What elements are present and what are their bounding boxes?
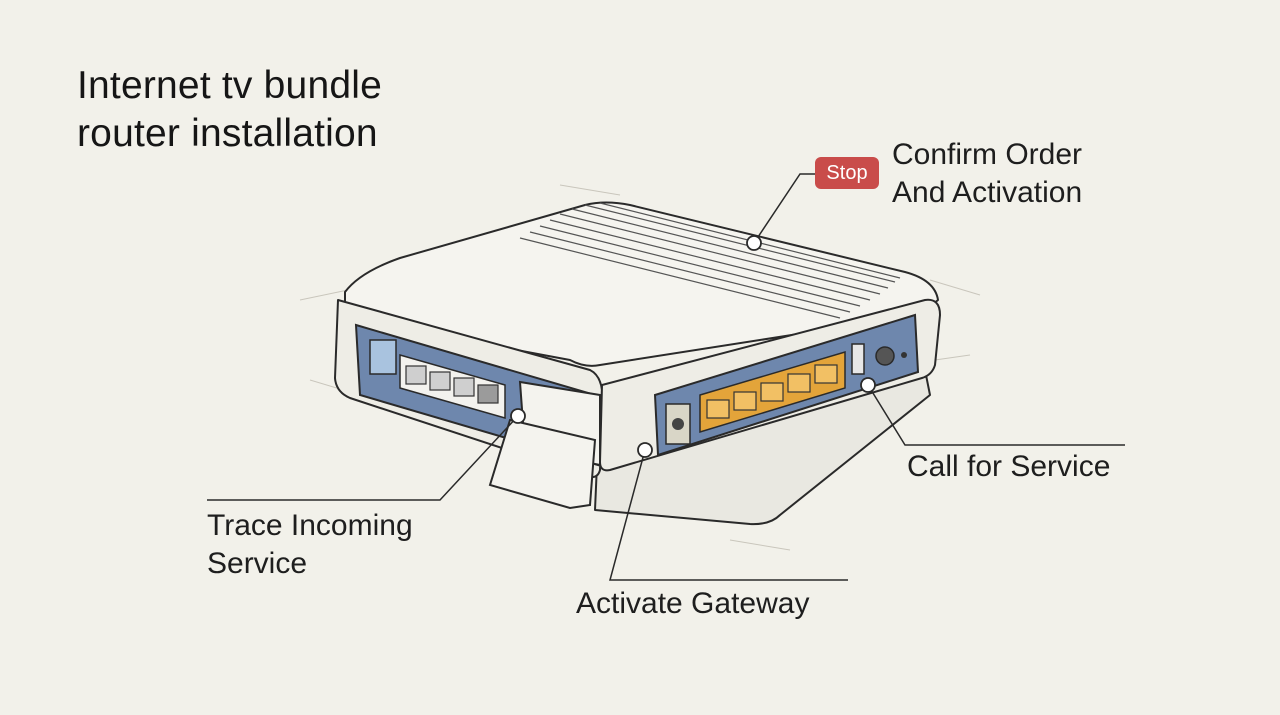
callout-lines <box>207 173 1125 581</box>
activate-dot <box>637 442 653 458</box>
trace-incoming-label: Trace Incoming Service <box>207 507 413 583</box>
ethernet-port-2 <box>733 391 757 411</box>
title-line-2: router installation <box>77 112 378 155</box>
confirm-line-1: Confirm Order <box>892 138 1083 171</box>
right-port-panel <box>653 313 920 457</box>
lan-port-2 <box>429 371 451 391</box>
ethernet-port-1 <box>706 399 730 419</box>
confirm-dot <box>746 235 762 251</box>
lan-port-3 <box>453 377 475 397</box>
activate-leader <box>609 449 848 581</box>
router-top <box>344 201 939 367</box>
ethernet-port-4 <box>787 373 811 393</box>
activate-gateway-label: Activate Gateway <box>576 585 809 623</box>
stop-badge: Stop <box>815 157 879 189</box>
cable-bracket <box>488 380 601 510</box>
call-dot <box>860 377 876 393</box>
ethernet-port-5 <box>814 364 838 384</box>
activate-text: Activate Gateway <box>576 587 810 620</box>
ethernet-port-3 <box>760 382 784 402</box>
top-vents <box>519 202 901 319</box>
call-leader <box>867 384 1125 446</box>
trace-dot <box>510 408 526 424</box>
power-button <box>875 346 895 366</box>
confirm-line-2: And Activation <box>892 176 1083 209</box>
title-line-1: Internet tv bundle <box>77 64 382 107</box>
call-text: Call for Service <box>907 450 1111 483</box>
lan-port-4 <box>477 384 499 404</box>
trace-leader <box>207 415 519 501</box>
page-title: Internet tv bundle router installation <box>77 62 382 158</box>
usb-port <box>851 343 865 375</box>
confirm-leader <box>753 173 815 244</box>
status-led <box>901 352 907 358</box>
phone-port <box>369 339 397 375</box>
trace-line-1: Trace Incoming <box>207 509 413 542</box>
call-for-service-label: Call for Service <box>907 448 1110 486</box>
power-jack-hole <box>672 418 684 430</box>
trace-line-2: Service <box>207 547 308 580</box>
lan-port-1 <box>405 365 427 385</box>
confirm-order-label: Confirm Order And Activation <box>892 136 1082 212</box>
callout-dots <box>510 235 876 458</box>
